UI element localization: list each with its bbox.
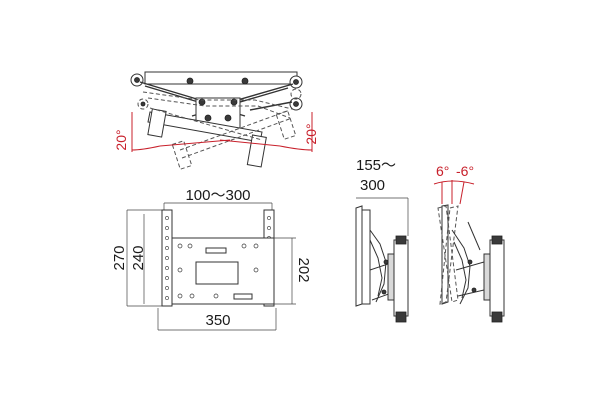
angle-right-label: 20° [303,123,319,144]
top-wall-plate [144,71,298,85]
depth-label-line1: 155～ [356,157,396,174]
dim-width-inner: 100～300 [185,187,250,204]
tv-panel-side [355,205,363,307]
tilt-arc [433,180,475,185]
tilt-wall-bracket [489,239,505,317]
plate-center-window [195,261,239,285]
depth-label-line2: 300 [360,177,385,194]
dim-height-inner: 240 [130,245,147,270]
tilt-up-label: 6° [436,163,449,179]
angle-left-label: 20° [113,129,129,150]
dim-width-outer: 350 [205,312,230,329]
tilt-down-label: -6° [456,163,474,179]
front-view: 100～300 270 240 [111,187,312,331]
tilt-panel-fwd [439,205,459,305]
side-view-tilt: 6° -6° [433,163,505,323]
swing-dashed-1 [142,91,297,111]
angle-right-arc [279,145,313,151]
angle-left-arc [131,145,161,151]
depth-wall-bracket [393,239,409,317]
swing-dashed-bar-left [179,109,291,151]
side-view-depth: 155～ 300 [355,157,409,323]
dashed-end-right [275,110,297,140]
dim-height-outer: 270 [111,245,128,270]
top-view: 20° 20° [113,71,319,170]
dim-height-plate: 202 [295,257,312,282]
